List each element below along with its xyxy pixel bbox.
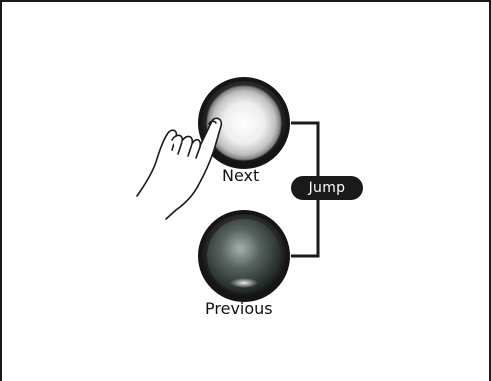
jump-label: Jump: [308, 180, 346, 196]
previous-label: Previous: [205, 299, 273, 318]
next-label: Next: [222, 166, 260, 185]
jump-badge: Jump: [291, 176, 363, 200]
previous-button[interactable]: [198, 210, 290, 302]
hand-pointing-icon: [136, 117, 223, 220]
next-button[interactable]: [198, 77, 290, 169]
